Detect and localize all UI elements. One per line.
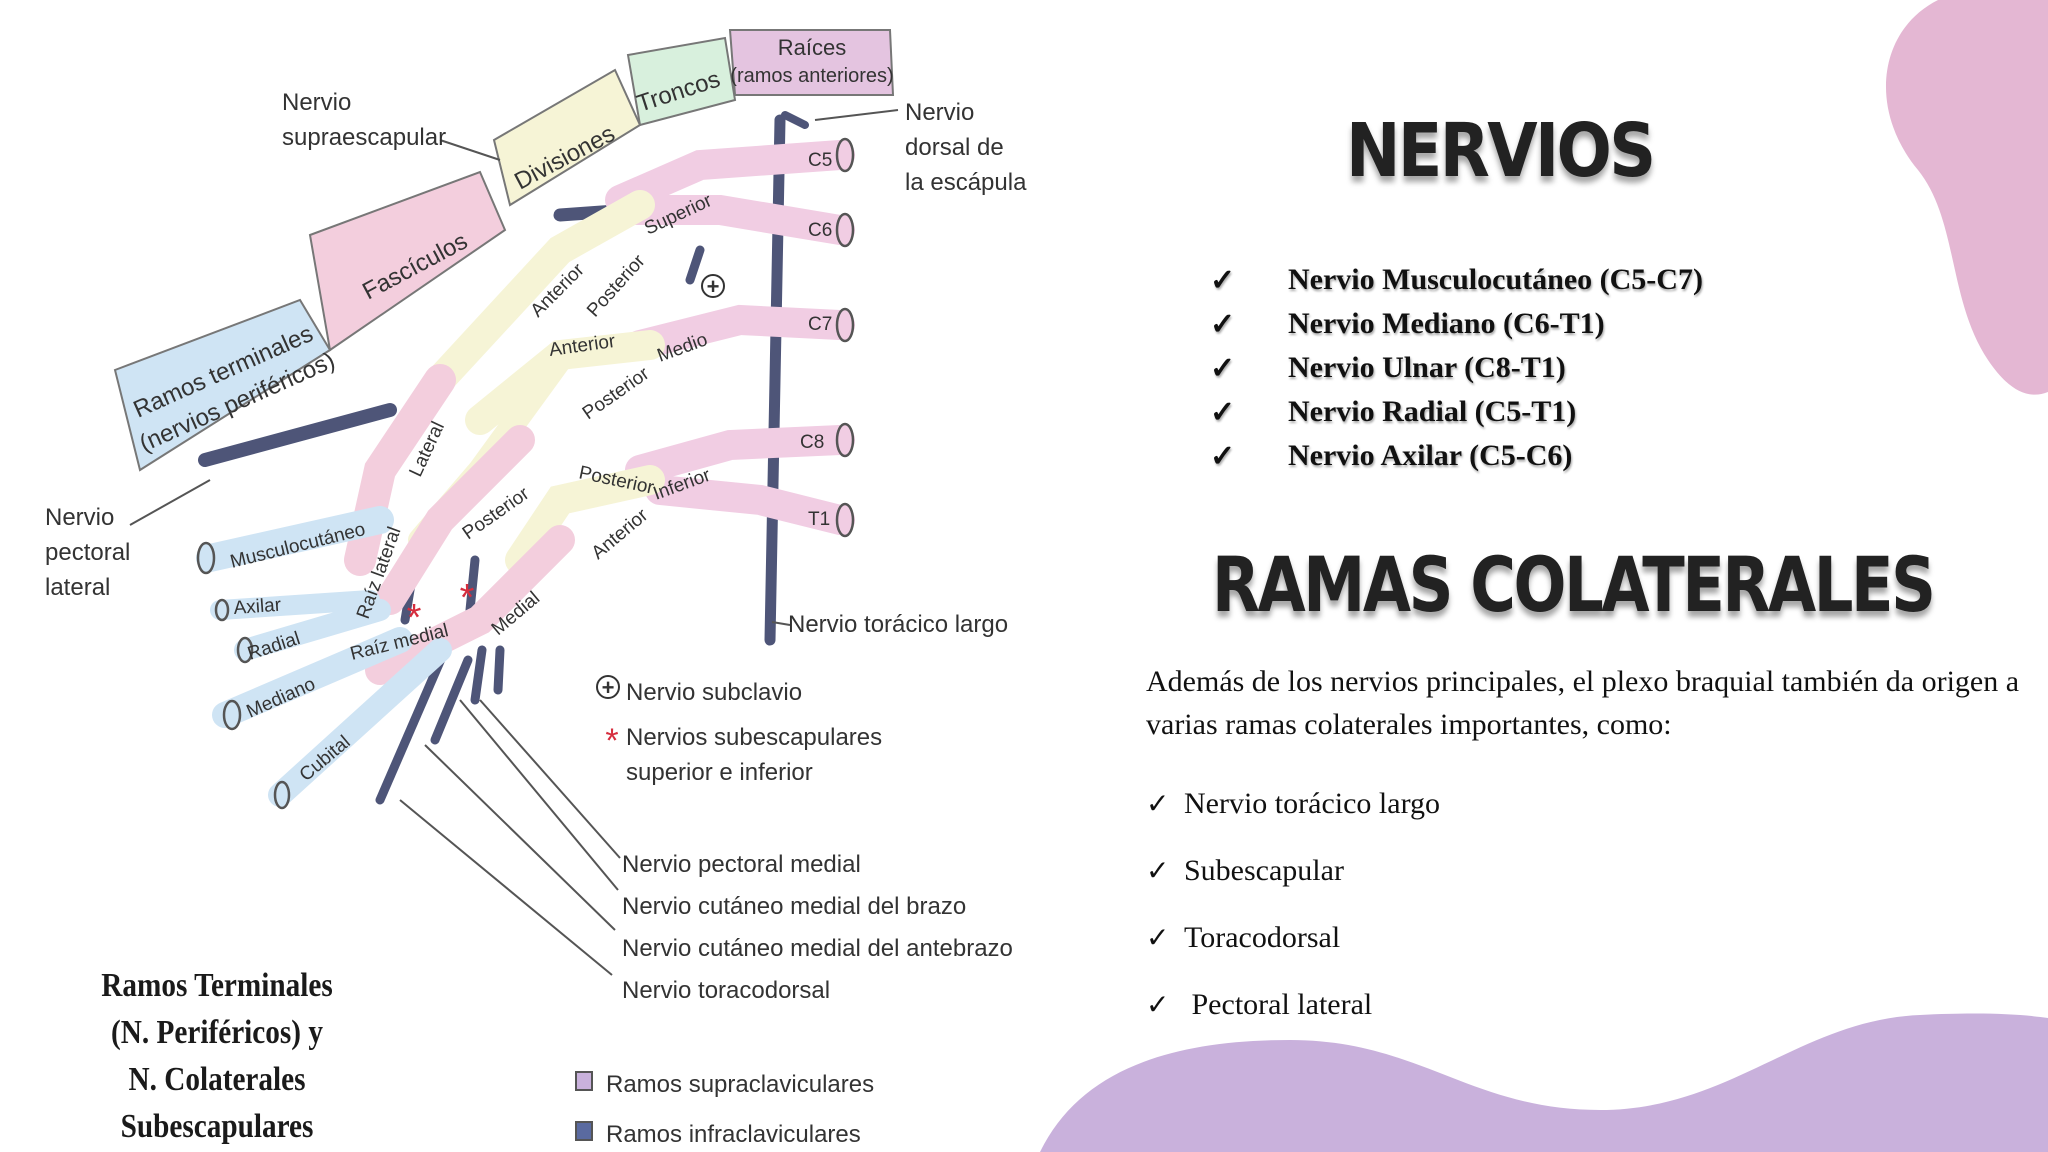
caption-line-1: Ramos Terminales <box>101 967 333 1004</box>
nervio-label: Nervio Axilar (C5-C6) <box>1288 439 1573 472</box>
subescap-asterisk-icon-2: * <box>460 577 475 619</box>
legend-infra-label: Ramos infraclaviculares <box>606 1121 861 1148</box>
lilac-wave-bottom <box>1040 1013 2048 1152</box>
terminal-label-axilar: Axilar <box>233 595 283 619</box>
label-supraesc-2: supraescapular <box>282 124 446 151</box>
list-item: ✓ Nervio Musculocutáneo (C5-C7) <box>1206 258 1703 302</box>
label-toracico-largo: Nervio torácico largo <box>788 611 1008 638</box>
root-ends <box>835 137 855 538</box>
nerve-trunks <box>196 140 855 807</box>
label-toracodorsal: Nervio toracodorsal <box>622 977 830 1004</box>
list-item: ✓ Subescapular <box>1146 837 1440 904</box>
nervio-label: Nervio Ulnar (C8-T1) <box>1288 351 1566 384</box>
label-pectoral-3: lateral <box>45 574 110 601</box>
label-cut-brazo: Nervio cutáneo medial del brazo <box>622 893 966 920</box>
diagram-caption: Ramos Terminales (N. Periféricos) y N. C… <box>52 962 382 1150</box>
subclavio-key-icon <box>596 675 620 699</box>
check-icon: ✓ <box>1146 855 1170 887</box>
ramas-list: ✓ Nervio torácico largo ✓ Subescapular ✓ To… <box>1146 770 1440 1038</box>
subclavio-key-plus: + <box>602 675 615 700</box>
division-label-4: Posterior <box>579 363 654 424</box>
check-icon: ✓ <box>1210 439 1236 473</box>
legend-supra-swatch <box>575 1071 593 1091</box>
check-icon: ✓ <box>1210 307 1236 341</box>
header-boxes <box>113 29 895 472</box>
root-label-c5: C5 <box>808 150 832 171</box>
rama-label: Pectoral lateral <box>1184 987 1373 1021</box>
rama-label: Toracodorsal <box>1184 920 1341 954</box>
label-dorsal-1: Nervio <box>905 99 974 126</box>
label-subclavio: Nervio subclavio <box>626 679 802 706</box>
check-icon: ✓ <box>1146 922 1170 954</box>
nervio-label: Nervio Mediano (C6-T1) <box>1288 307 1605 340</box>
division-label-2: Posterior <box>583 250 650 321</box>
check-icon: ✓ <box>1146 788 1170 820</box>
label-dorsal-2: dorsal de <box>905 134 1004 161</box>
root-label-c7: C7 <box>808 314 832 335</box>
brachial-plexus-diagram: Raíces (ramos anteriores) Troncos Divisi… <box>45 29 1027 1148</box>
label-pectoral-medial: Nervio pectoral medial <box>622 851 861 878</box>
list-item: ✓ Nervio Radial (C5-T1) <box>1206 390 1703 434</box>
label-subescap-2: superior e inferior <box>626 759 813 786</box>
root-label-t1: T1 <box>808 509 830 530</box>
subescap-asterisk-icon-1: * <box>407 597 422 639</box>
nervios-list: ✓ Nervio Musculocutáneo (C5-C7) ✓ Nervio M… <box>1206 258 1703 478</box>
subclavio-marker-plus: + <box>707 274 720 299</box>
caption-line-3: N. Colaterales <box>128 1061 306 1098</box>
ramas-intro: Además de los nervios principales, el pl… <box>1146 665 2020 741</box>
pointer-lines <box>129 109 899 976</box>
label-subescap-1: Nervios subescapulares <box>626 724 882 751</box>
legend-supra-label: Ramos supraclaviculares <box>606 1071 874 1098</box>
subescap-key-icon: * <box>605 722 618 760</box>
label-raices-sub: (ramos anteriores) <box>730 65 893 87</box>
pink-blob-top-right <box>1885 0 2048 395</box>
label-dorsal-3: la escápula <box>905 169 1027 196</box>
check-icon: ✓ <box>1210 263 1236 297</box>
rama-label: Subescapular <box>1184 853 1344 887</box>
list-item: ✓ Nervio torácico largo <box>1146 770 1440 837</box>
check-icon: ✓ <box>1210 395 1236 429</box>
nervio-label: Nervio Radial (C5-T1) <box>1288 395 1577 428</box>
terminal-ends <box>196 541 291 810</box>
nervios-title: NERVIOS <box>1346 108 1656 194</box>
check-icon: ✓ <box>1146 989 1170 1021</box>
caption-line-4: Subescapulares <box>120 1108 314 1145</box>
root-label-c6: C6 <box>808 220 832 241</box>
label-pectoral-1: Nervio <box>45 504 114 531</box>
list-item: ✓ Toracodorsal <box>1146 904 1440 971</box>
division-label-6: Anterior <box>588 505 653 564</box>
legend-infra-swatch <box>575 1121 593 1141</box>
caption-line-2: (N. Periféricos) y <box>111 1014 323 1051</box>
check-icon: ✓ <box>1210 351 1236 385</box>
nervio-label: Nervio Musculocutáneo (C5-C7) <box>1288 263 1703 296</box>
subclavio-marker-icon <box>701 274 725 298</box>
list-item: ✓ Nervio Mediano (C6-T1) <box>1206 302 1703 346</box>
list-item: ✓ Nervio Ulnar (C8-T1) <box>1206 346 1703 390</box>
label-raices: Raíces <box>778 35 846 60</box>
list-item: ✓ Nervio Axilar (C5-C6) <box>1206 434 1703 478</box>
root-label-c8: C8 <box>800 432 824 453</box>
label-pectoral-2: pectoral <box>45 539 130 566</box>
list-item: ✓ Pectoral lateral <box>1146 971 1440 1038</box>
label-supraesc-1: Nervio <box>282 89 351 116</box>
label-cut-antebrazo: Nervio cutáneo medial del antebrazo <box>622 935 1013 962</box>
ramas-title: RAMAS COLATERALES <box>1212 540 1936 629</box>
rama-label: Nervio torácico largo <box>1184 786 1441 820</box>
